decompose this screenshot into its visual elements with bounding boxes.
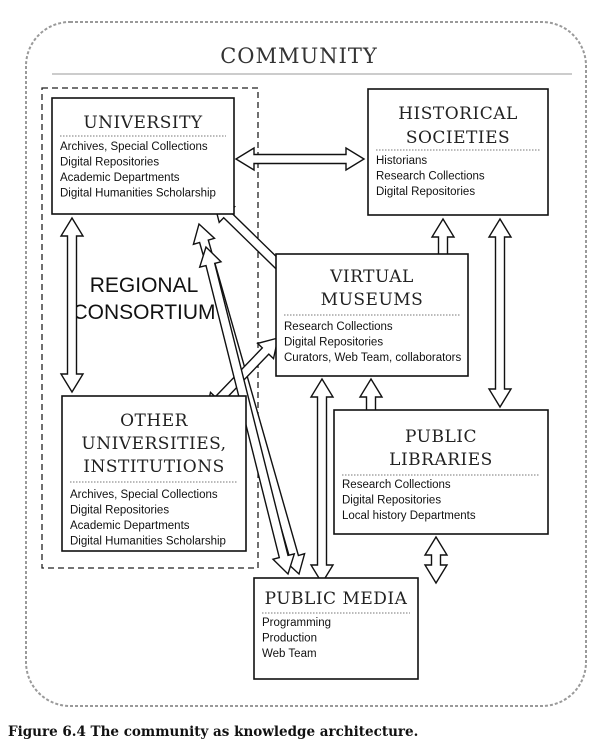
regional-consortium-border bbox=[41, 87, 259, 569]
historical-item: Historians bbox=[376, 155, 427, 167]
historical-box bbox=[367, 88, 549, 216]
libraries-box bbox=[333, 409, 549, 535]
node-virtual: VIRTUAL MUSEUMS Research CollectionsDigita… bbox=[275, 253, 469, 377]
historical-item: Research Collections bbox=[376, 171, 485, 183]
node-libraries: PUBLIC LIBRARIES Research CollectionsDigit… bbox=[333, 409, 549, 535]
university-item: Academic Departments bbox=[60, 172, 180, 184]
university-box bbox=[51, 97, 235, 215]
other-title-line: UNIVERSITIES, bbox=[81, 434, 226, 454]
university-item: Digital Humanities Scholarship bbox=[60, 188, 216, 200]
virtual-item: Digital Repositories bbox=[284, 337, 383, 349]
arrow-university-historical bbox=[234, 146, 366, 172]
media-box bbox=[253, 577, 419, 680]
other-item: Academic Departments bbox=[70, 520, 190, 532]
figure-caption: Figure 6.4 The community as knowledge ar… bbox=[8, 724, 418, 740]
media-item: Programming bbox=[262, 617, 331, 629]
other-item: Digital Humanities Scholarship bbox=[70, 536, 226, 548]
other-title-line: INSTITUTIONS bbox=[83, 457, 224, 477]
arrow-other-media bbox=[198, 245, 296, 576]
regional-consortium-line1: REGIONAL bbox=[90, 274, 199, 297]
media-title-line: PUBLIC MEDIA bbox=[265, 589, 408, 609]
libraries-title-line: LIBRARIES bbox=[389, 450, 493, 470]
virtual-item: Research Collections bbox=[284, 321, 393, 333]
media-item: Production bbox=[262, 633, 317, 645]
arrow-university-other bbox=[59, 216, 85, 394]
community-title: COMMUNITY bbox=[220, 44, 378, 68]
libraries-item: Digital Repositories bbox=[342, 495, 441, 507]
historical-item: Digital Repositories bbox=[376, 186, 475, 198]
historical-title-line: SOCIETIES bbox=[406, 128, 510, 148]
node-university: UNIVERSITY Archives, Special CollectionsD… bbox=[51, 97, 235, 215]
other-box bbox=[61, 395, 247, 552]
other-title-line: OTHER bbox=[120, 411, 189, 431]
virtual-item: Curators, Web Team, collaborators bbox=[284, 352, 462, 364]
virtual-title-line: VIRTUAL bbox=[329, 267, 414, 287]
university-title-line: UNIVERSITY bbox=[83, 113, 203, 133]
virtual-title-line: MUSEUMS bbox=[321, 290, 424, 310]
libraries-item: Local history Departments bbox=[342, 510, 476, 522]
community-frame bbox=[25, 21, 587, 707]
arrow-historical-libraries bbox=[487, 217, 513, 409]
libraries-item: Research Collections bbox=[342, 479, 451, 491]
media-item: Web Team bbox=[262, 648, 317, 660]
node-other: OTHER UNIVERSITIES, INSTITUTIONS Archives, … bbox=[61, 395, 247, 552]
arrow-libraries-media bbox=[423, 535, 449, 585]
other-item: Digital Repositories bbox=[70, 505, 169, 517]
other-item: Archives, Special Collections bbox=[70, 489, 218, 501]
university-item: Digital Repositories bbox=[60, 157, 159, 169]
regional-consortium-line2: CONSORTIUM bbox=[72, 301, 215, 324]
arrow-virtual-media bbox=[309, 377, 335, 585]
libraries-title-line: PUBLIC bbox=[405, 427, 477, 447]
historical-title-line: HISTORICAL bbox=[398, 104, 518, 124]
university-item: Archives, Special Collections bbox=[60, 141, 208, 153]
